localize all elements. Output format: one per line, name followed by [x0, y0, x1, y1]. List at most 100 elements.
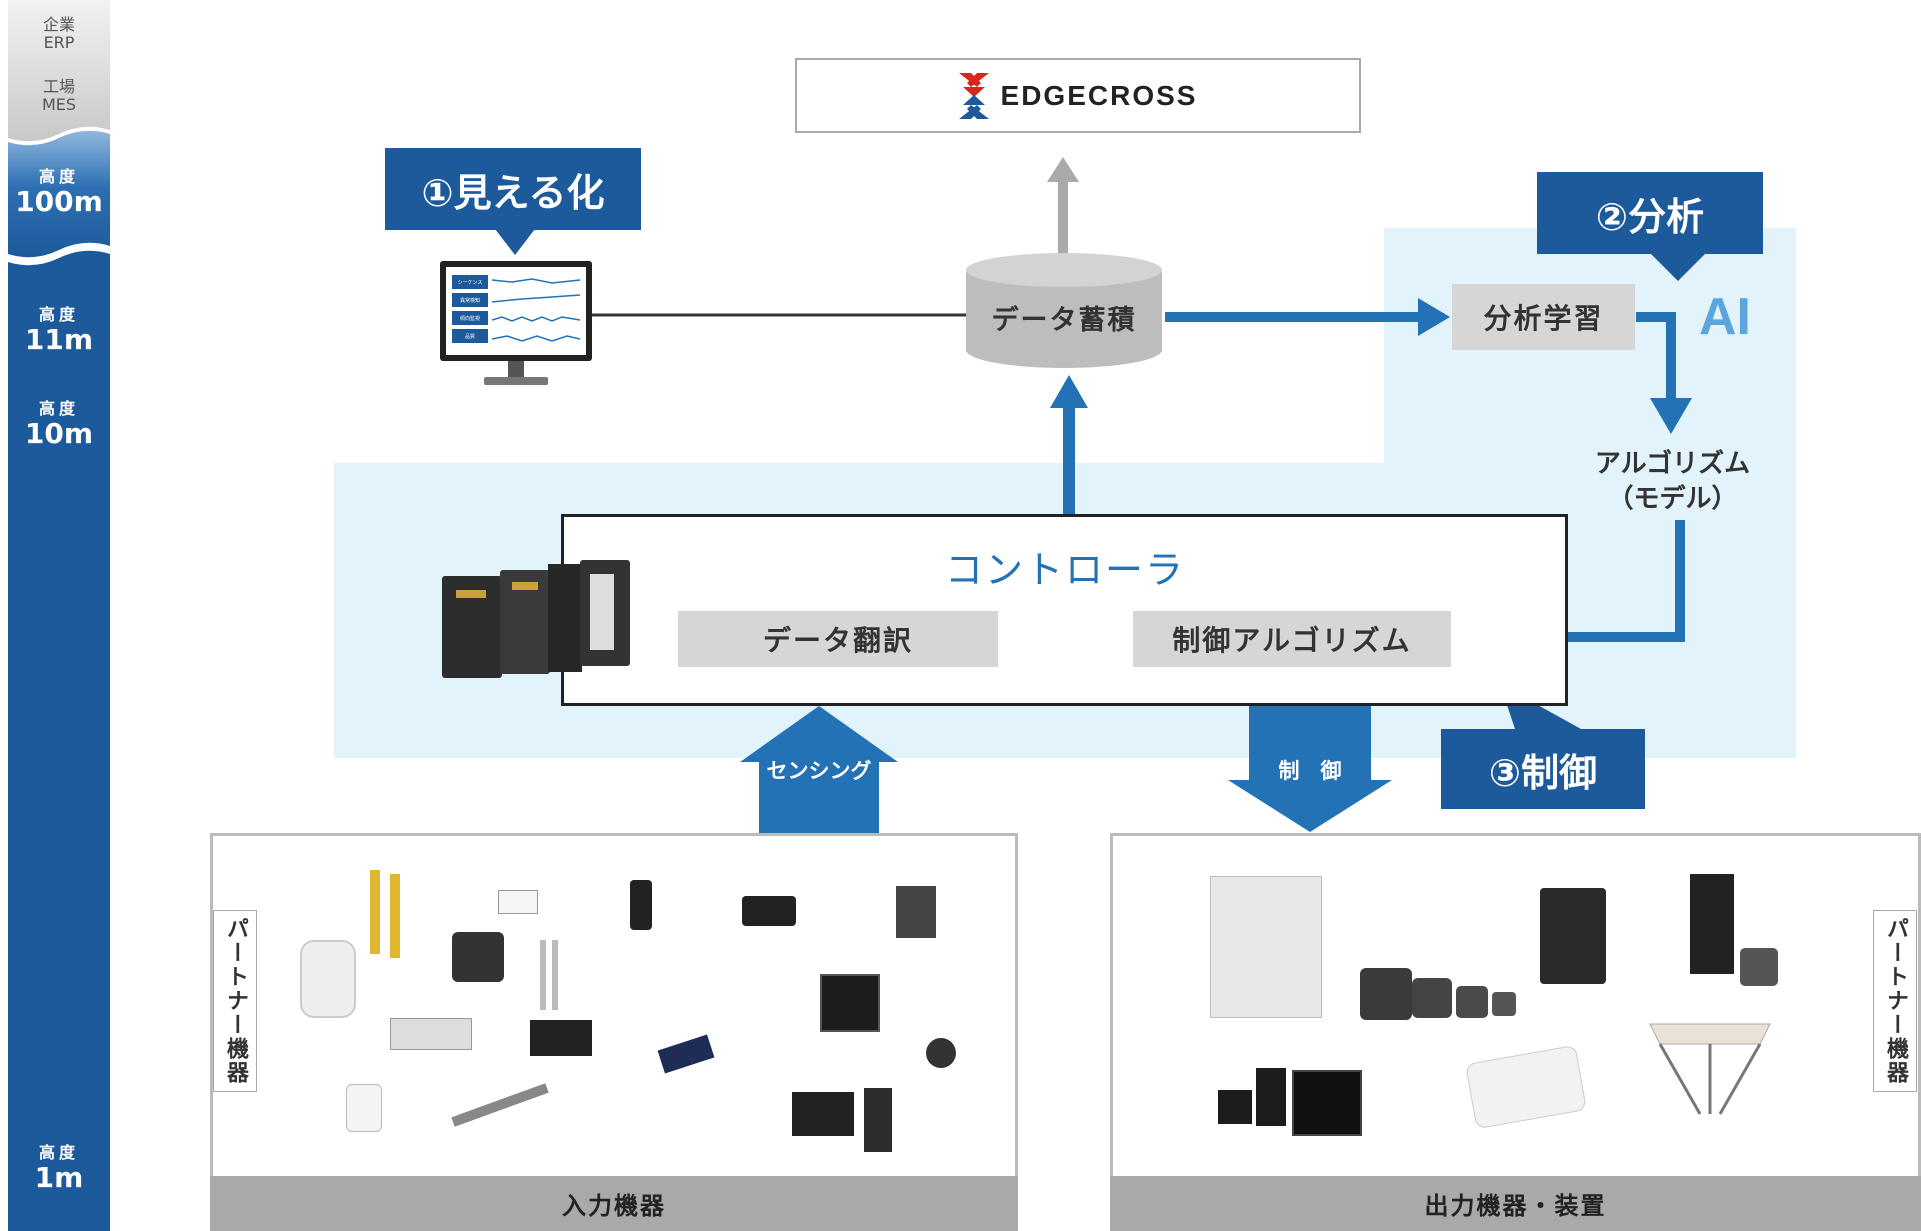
step-analyze-tag: ②分析: [1537, 172, 1763, 254]
controller-box: [561, 514, 1568, 706]
monitor-row-label: シーケンス: [452, 275, 488, 289]
servo-motor-image: [1740, 948, 1778, 986]
input-devices-footer: 入力機器: [210, 1176, 1018, 1231]
controller-title: コントローラ: [944, 547, 1185, 592]
sensing-label: センシング: [766, 759, 872, 783]
monitor-row-label: 異常検知: [452, 293, 488, 307]
digital-sensor-image: [390, 1018, 472, 1050]
step-control-tag: ③制御: [1441, 729, 1645, 809]
camera-image: [742, 896, 796, 926]
monitor-trend-lines: [492, 278, 581, 342]
altitude-label: 高度: [38, 399, 79, 418]
data-translation-label: データ翻訳: [762, 624, 913, 657]
servo-motor-image: [1412, 978, 1452, 1018]
analysis-learning-label: 分析学習: [1483, 302, 1604, 335]
ai-label: AI: [1699, 288, 1751, 346]
temp-controller-image: [1218, 1090, 1252, 1124]
upload-arrow-head: [1047, 157, 1079, 182]
altitude-1m: 高度 1m: [8, 1143, 110, 1195]
data-storage-node: データ蓄積: [965, 252, 1163, 370]
altitude-100m: 高度 100m: [8, 167, 110, 219]
controller-up-shaft: [1063, 405, 1075, 515]
altitude-label: 高度: [38, 167, 79, 186]
db-to-analysis-shaft: [1165, 312, 1425, 322]
io-module-image: [864, 1088, 892, 1152]
light-curtain-image: [370, 870, 380, 954]
altitude-value: 100m: [15, 185, 103, 219]
analysis-down-head: [1650, 398, 1692, 434]
input-devices-panel: [210, 833, 1018, 1231]
input-device-images: [290, 862, 990, 1162]
step-visualize-tag: ①見える化: [385, 148, 641, 230]
partner-devices-left-label: パートナー機器: [213, 910, 257, 1092]
step-visualize-label: ①見える化: [421, 170, 605, 215]
temp-controller-image: [1292, 1070, 1362, 1136]
algo-down-shaft: [1675, 520, 1685, 642]
data-translation-box: データ翻訳: [678, 611, 998, 667]
altitude-10m: 高度 10m: [8, 399, 110, 451]
camera-image: [346, 1084, 382, 1132]
altitude-label: 高度: [38, 305, 79, 324]
sensor-device-image: [630, 880, 652, 930]
control-algorithm-box: 制御アルゴリズム: [1133, 611, 1451, 667]
laser-sensor-image: [530, 1020, 592, 1056]
mobile-robot-image: [1465, 1044, 1587, 1130]
analysis-down-shaft: [1666, 312, 1676, 402]
temp-controller-image: [1256, 1068, 1286, 1126]
sensor-device-image: [300, 940, 356, 1018]
altitude-value: 1m: [34, 1161, 84, 1195]
step-analyze-pointer: [1650, 253, 1706, 281]
altitude-11m: 高度 11m: [8, 305, 110, 357]
sensing-arrow-shaft: [759, 762, 879, 834]
step-control-label: ③制御: [1488, 750, 1598, 795]
proximity-sensor-image: [451, 1083, 549, 1127]
algorithm-label-line1: アルゴリズム: [1594, 448, 1751, 479]
control-arrow-shaft: [1249, 706, 1371, 782]
amplifier-image: [657, 1034, 715, 1074]
altitude-label: 高度: [38, 1143, 79, 1162]
mes-title: 工場: [42, 77, 75, 96]
erp-title: 企業: [42, 15, 75, 34]
parallel-robot-image: [1640, 1014, 1780, 1124]
analysis-learning-box: 分析学習: [1452, 284, 1635, 350]
algorithm-label: アルゴリズム （モデル）: [1565, 444, 1780, 520]
control-algorithm-label: 制御アルゴリズム: [1172, 624, 1412, 657]
output-device-images: [1200, 858, 1860, 1158]
servo-drive-image: [1690, 874, 1734, 974]
light-curtain-image: [390, 874, 400, 958]
controller-hardware-image: [442, 560, 632, 682]
control-arrow-head: [1228, 780, 1392, 832]
altitude-value: 11m: [24, 323, 94, 357]
edgecross-box: EDGECROSS: [795, 58, 1361, 133]
encoder-image: [926, 1038, 956, 1068]
inverter-image: [1540, 888, 1606, 984]
io-module-image: [792, 1092, 854, 1136]
fiber-sensor-image: [552, 940, 558, 1010]
step-visualize-pointer: [495, 229, 535, 255]
analysis-right-shaft: [1636, 312, 1674, 322]
inspection-machine-image: [1210, 876, 1322, 1018]
altitude-sidebar: 企業 ERP 工場 MES 高度 100m 高度 11m 高度 10m 高度 1…: [8, 0, 110, 1231]
erp-sub: ERP: [43, 33, 75, 53]
output-devices-footer: 出力機器・装置: [1110, 1176, 1921, 1231]
db-to-analysis-head: [1418, 298, 1450, 336]
algo-left-shaft: [1480, 632, 1685, 642]
display-unit-image: [498, 890, 538, 914]
monitor-row-label: 傾向監視: [452, 311, 488, 325]
mes-label: 工場 MES: [8, 77, 110, 115]
monitor-row-label: 品質: [452, 329, 488, 343]
monitor-icon: シーケンス 異常検知 傾向監視 品質: [440, 261, 592, 387]
servo-motor-image: [1456, 986, 1488, 1018]
controller-module-image: [896, 886, 936, 938]
sensor-device-image: [452, 932, 504, 982]
servo-motor-image: [1492, 992, 1516, 1016]
servo-motor-image: [1360, 968, 1412, 1020]
database-cylinder-icon: [966, 253, 1162, 368]
partner-devices-right-label: パートナー機器: [1873, 910, 1917, 1092]
upload-arrow-shaft: [1058, 180, 1068, 254]
control-flow-label: 制 御: [1278, 759, 1342, 783]
fiber-sensor-image: [540, 940, 546, 1010]
temp-controller-image: [820, 974, 880, 1032]
edgecross-logo-text: EDGECROSS: [1000, 79, 1198, 111]
